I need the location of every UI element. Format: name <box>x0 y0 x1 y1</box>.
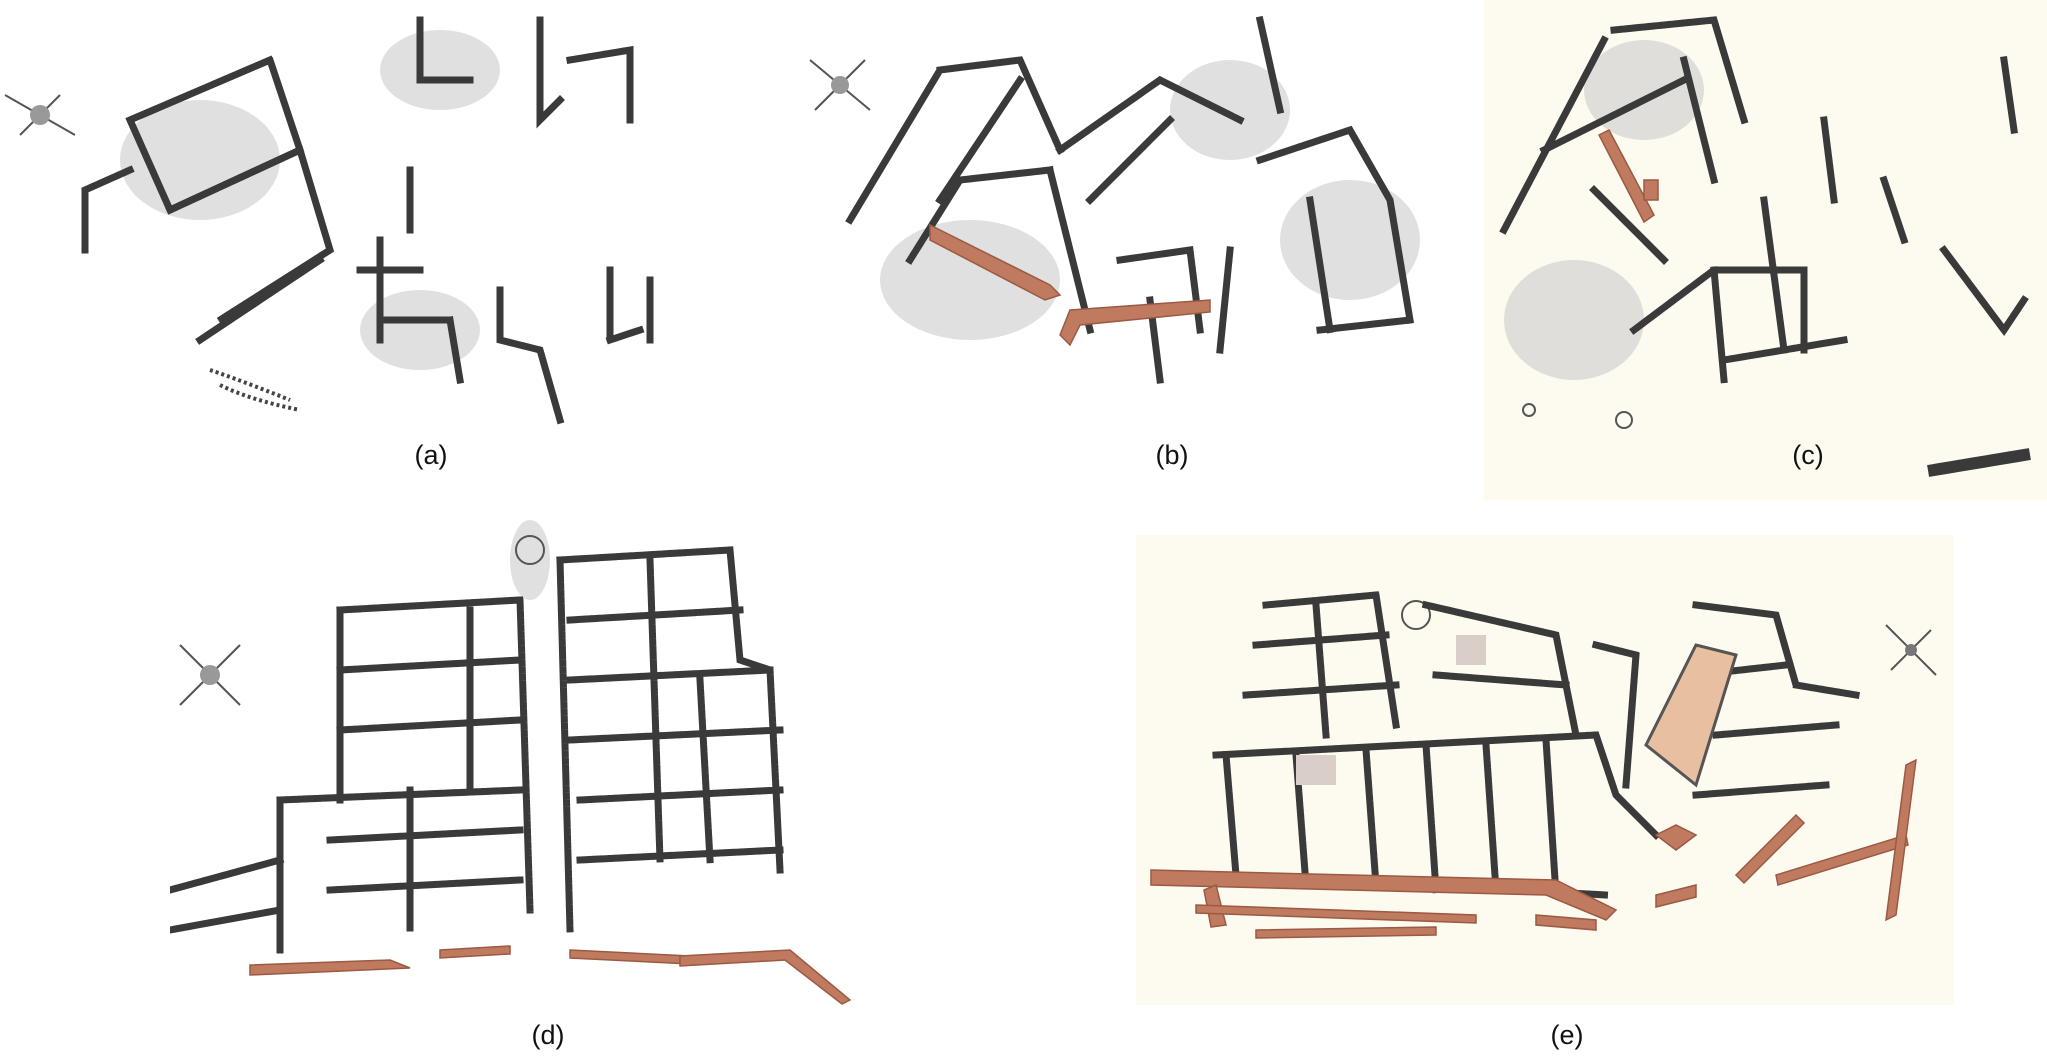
compass-icon <box>1885 624 1937 676</box>
site-plan-b <box>809 15 1420 384</box>
walls <box>1499 16 2031 477</box>
caption-c: (c) <box>1792 440 1824 470</box>
walls <box>1150 591 1917 939</box>
walls <box>170 520 852 1005</box>
caption-a: (a) <box>414 440 448 470</box>
caption-d: (d) <box>531 1020 565 1050</box>
walls <box>81 16 654 425</box>
site-plan-a <box>4 16 654 425</box>
compass-icon <box>809 59 871 111</box>
site-plan-e <box>1136 535 1954 1005</box>
caption-e: (e) <box>1550 1020 1584 1050</box>
site-plan-d <box>170 520 852 1005</box>
site-plan-c <box>1484 0 2047 500</box>
caption-b: (b) <box>1155 440 1189 470</box>
compass-icon <box>4 94 76 136</box>
paper-background <box>1484 0 2047 500</box>
walls <box>845 15 1420 384</box>
compass-icon <box>179 644 241 706</box>
